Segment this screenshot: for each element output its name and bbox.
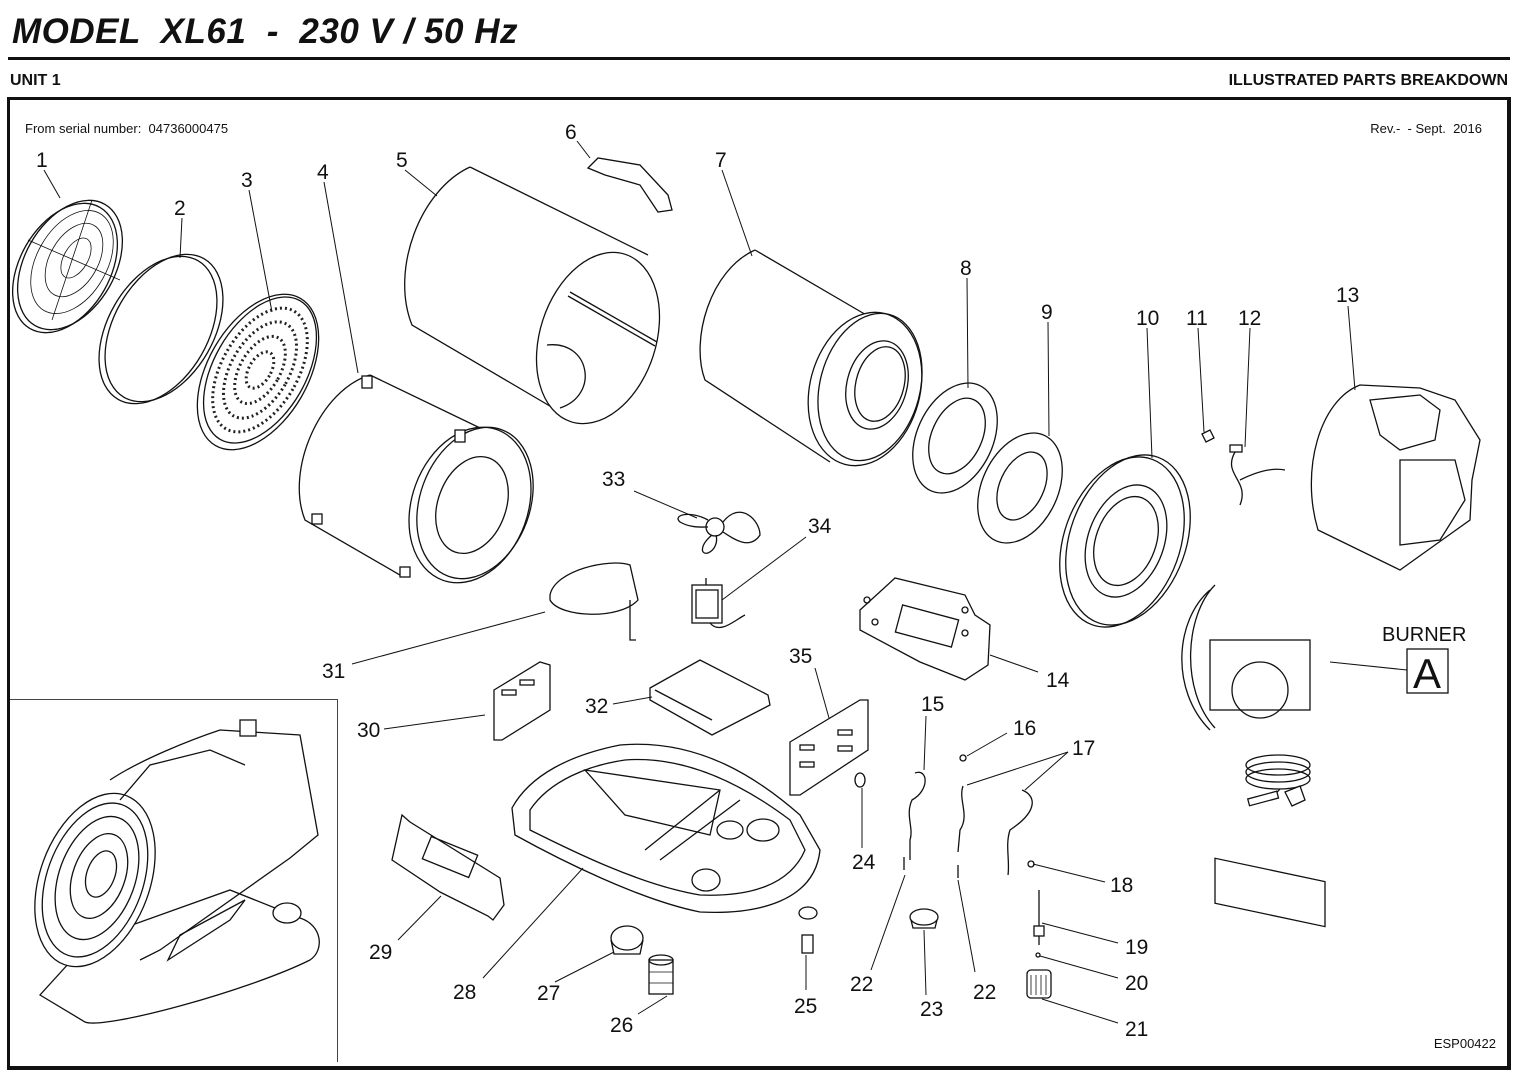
part-19-fuel-pipe[interactable] xyxy=(1033,890,1045,945)
page-title: MODEL XL61 - 230 V / 50 Hz xyxy=(12,12,518,51)
callout-34[interactable]: 34 xyxy=(808,515,832,538)
part-26-filler-strainer[interactable] xyxy=(648,954,674,995)
callout-13[interactable]: 13 xyxy=(1336,284,1359,307)
callout-12[interactable]: 12 xyxy=(1238,307,1261,330)
callout-17[interactable]: 17 xyxy=(1072,737,1095,760)
part-17-hoses[interactable] xyxy=(957,785,1033,876)
callout-30[interactable]: 30 xyxy=(357,719,380,742)
callout-22a[interactable]: 22 xyxy=(850,973,873,996)
callout-5[interactable]: 5 xyxy=(396,149,408,172)
callout-16[interactable]: 16 xyxy=(1013,717,1036,740)
callout-11[interactable]: 11 xyxy=(1186,307,1208,330)
part-23-plug[interactable] xyxy=(909,908,939,929)
part-9-gasket-ring[interactable] xyxy=(961,419,1079,556)
burner-ref-box xyxy=(1406,648,1449,694)
callout-32[interactable]: 32 xyxy=(585,695,608,718)
part-8-gasket-ring[interactable] xyxy=(896,369,1014,506)
callout-14[interactable]: 14 xyxy=(1046,669,1070,692)
section-title: ILLUSTRATED PARTS BREAKDOWN xyxy=(1228,72,1508,89)
part-24-grommet[interactable] xyxy=(854,772,866,788)
callout-28[interactable]: 28 xyxy=(453,981,476,1004)
part-25-fuel-gauge[interactable] xyxy=(798,906,818,954)
part-3-perforated-disc[interactable] xyxy=(172,273,344,470)
callout-25[interactable]: 25 xyxy=(794,995,817,1018)
callout-31[interactable]: 31 xyxy=(322,660,345,683)
callout-33[interactable]: 33 xyxy=(602,468,625,491)
callout-4[interactable]: 4 xyxy=(317,161,329,184)
callout-27[interactable]: 27 xyxy=(537,982,560,1005)
part-20-washer[interactable] xyxy=(1035,952,1041,958)
callout-8[interactable]: 8 xyxy=(960,257,972,280)
part-22-connector[interactable] xyxy=(903,857,959,878)
part-30-front-bracket[interactable] xyxy=(493,661,551,741)
drawing-code: ESP00422 xyxy=(1433,1036,1496,1051)
part-4-inner-chamber[interactable] xyxy=(298,374,553,600)
leader-lines xyxy=(43,140,1408,1024)
callout-7[interactable]: 7 xyxy=(715,149,727,172)
assembled-view-inset xyxy=(10,699,338,1062)
callout-2[interactable]: 2 xyxy=(174,197,186,220)
callout-19[interactable]: 19 xyxy=(1125,936,1148,959)
callout-23[interactable]: 23 xyxy=(920,998,943,1021)
callout-6[interactable]: 6 xyxy=(565,121,577,144)
part-34-motor[interactable] xyxy=(691,578,746,629)
callout-22b[interactable]: 22 xyxy=(973,981,996,1004)
burner-ref-letter: A xyxy=(1413,650,1441,697)
part-14-rear-grille[interactable] xyxy=(859,577,991,681)
callout-10[interactable]: 10 xyxy=(1136,307,1159,330)
part-7-insulation-cylinder[interactable] xyxy=(699,249,938,479)
callout-24[interactable]: 24 xyxy=(852,851,876,874)
part-32-support-plate[interactable] xyxy=(649,659,771,736)
part-31-support-band[interactable] xyxy=(549,562,639,641)
callout-numbers: 1 2 3 4 5 6 7 8 9 10 11 12 13 14 15 16 1… xyxy=(36,121,1359,1041)
revision-label: Rev.- - Sept. 2016 xyxy=(1370,121,1482,136)
part-10-rear-flange[interactable] xyxy=(1037,437,1212,644)
part-11-clip[interactable] xyxy=(1201,429,1215,443)
callout-29[interactable]: 29 xyxy=(369,941,392,964)
part-33-fan[interactable] xyxy=(677,511,761,554)
callout-20[interactable]: 20 xyxy=(1125,972,1148,995)
part-15-hose[interactable] xyxy=(908,771,926,860)
part-27-fuel-cap[interactable] xyxy=(610,925,644,955)
title-rule xyxy=(8,57,1510,60)
unit-label: UNIT 1 xyxy=(10,72,61,89)
part-6-handle[interactable] xyxy=(586,157,673,213)
callout-35[interactable]: 35 xyxy=(789,645,812,668)
assembled-heater-illustration xyxy=(34,719,320,1024)
callout-1[interactable]: 1 xyxy=(36,149,48,172)
part-28-fuel-tank[interactable] xyxy=(511,743,821,914)
part-16-clip[interactable] xyxy=(959,754,967,762)
callout-9[interactable]: 9 xyxy=(1041,301,1053,324)
part-2-front-ring[interactable] xyxy=(75,234,248,425)
callout-18[interactable]: 18 xyxy=(1110,874,1133,897)
burner-reference[interactable]: BURNER A xyxy=(1382,624,1466,697)
part-35-rear-bracket[interactable] xyxy=(789,699,869,796)
callout-3[interactable]: 3 xyxy=(241,169,253,192)
part-12-sensor-cable[interactable] xyxy=(1229,444,1286,506)
part-13-rear-cover[interactable] xyxy=(1310,384,1481,571)
drawing-frame xyxy=(7,97,1511,1070)
callout-21[interactable]: 21 xyxy=(1125,1018,1148,1041)
part-5-outer-shell[interactable] xyxy=(404,166,681,440)
burner-label: BURNER xyxy=(1382,624,1466,646)
serial-number: From serial number: 04736000475 xyxy=(25,121,229,136)
callout-15[interactable]: 15 xyxy=(921,693,944,716)
callout-26[interactable]: 26 xyxy=(610,1014,633,1037)
part-1-guard-grille[interactable] xyxy=(0,182,144,351)
part-21-fuel-filter[interactable] xyxy=(1026,969,1052,999)
burner-assembly-A[interactable] xyxy=(1181,584,1326,928)
part-29-front-grille[interactable] xyxy=(391,813,505,921)
